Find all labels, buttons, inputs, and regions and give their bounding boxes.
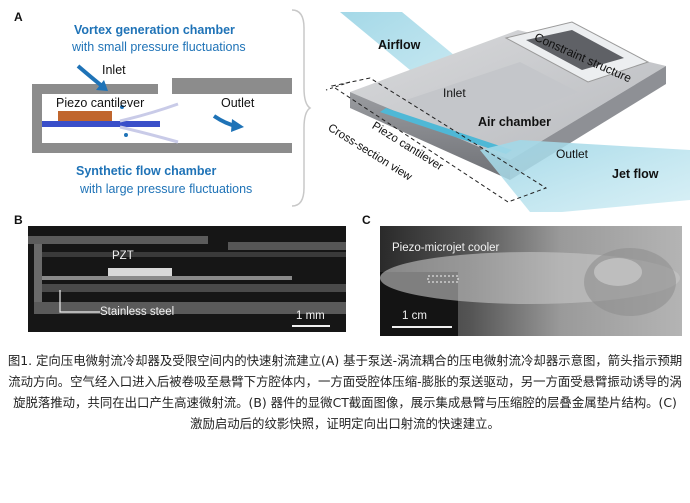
cantilever-beam — [42, 121, 160, 127]
vortex-chamber-title: Vortex generation chamber — [74, 23, 235, 37]
panel-c-label: C — [362, 213, 371, 227]
scale-c-bar — [392, 326, 452, 328]
cross-section-box — [330, 77, 548, 203]
outlet-label-right: Outlet — [556, 147, 589, 161]
ct-pzt-layer — [108, 268, 172, 276]
jet-flow-label: Jet flow — [612, 167, 659, 181]
ct-bottom-layer — [34, 302, 346, 314]
steel-label: Stainless steel — [100, 306, 175, 318]
jet-head-highlight — [594, 258, 642, 286]
housing-bottom — [32, 143, 292, 153]
piezo-cantilever-3d — [380, 108, 512, 154]
vortex-pointer-dot — [120, 105, 124, 109]
panel-b-label: B — [14, 213, 23, 227]
scale-b-label: 1 mm — [296, 310, 325, 322]
constraint-inner — [526, 30, 624, 70]
ct-upper-mid — [34, 252, 346, 257]
inlet-label-left: Inlet — [102, 63, 126, 77]
outlet-label-left: Outlet — [221, 96, 255, 110]
panel-c-image: Piezo-microjet cooler 1 cm — [380, 226, 682, 336]
scale-c-label: 1 cm — [402, 310, 427, 322]
synthetic-chamber-subtitle: with large pressure fluctuations — [80, 182, 253, 196]
ct-top-layer — [28, 236, 208, 244]
synthetic-chamber-title: Synthetic flow chamber — [76, 164, 217, 178]
cantilever-ghost-down — [119, 125, 179, 144]
cantilever-ghost-up — [119, 102, 179, 123]
ct-left-wall — [34, 244, 42, 314]
micro-ct-layers — [28, 236, 346, 314]
panel-a-label: A — [14, 10, 23, 24]
cross-section-line — [325, 81, 351, 91]
steel-pointer — [59, 290, 100, 313]
panel-a-3d-render — [325, 12, 690, 212]
air-chamber-cavity — [406, 62, 578, 138]
jet-flow-beam — [480, 140, 690, 212]
scale-b-bar — [292, 325, 330, 327]
panel-a-bracket — [291, 9, 312, 207]
piezo-label-left: Piezo cantilever — [56, 96, 145, 110]
panel-b-image: PZT Stainless steel 1 mm — [28, 226, 346, 332]
piezo-layer — [58, 111, 112, 121]
outlet-marker — [427, 275, 459, 283]
inlet-arrowhead — [96, 80, 108, 91]
housing-top-left — [32, 84, 158, 94]
ct-top-layer-right — [228, 242, 346, 250]
ct-middle-layer — [42, 284, 346, 292]
panel-a-schematic — [32, 64, 292, 153]
figure-caption: 图1. 定向压电微射流冷却器及受限空间内的快速射流建立(A) 基于泵送-涡流耦合… — [7, 353, 683, 431]
pzt-label: PZT — [112, 250, 134, 262]
synthetic-pointer-dot — [124, 133, 128, 137]
housing-top-right — [172, 84, 292, 94]
schlieren-field — [380, 248, 680, 336]
ct-cantilever — [42, 276, 292, 280]
vortex-chamber-subtitle: with small pressure fluctuations — [72, 40, 246, 54]
inlet-arrow — [76, 64, 104, 88]
outlet-arrowhead — [231, 119, 244, 132]
airflow-label: Airflow — [378, 38, 421, 52]
inlet-label-right: Inlet — [443, 86, 466, 100]
air-chamber-label: Air chamber — [478, 115, 551, 129]
housing-left-wall — [32, 84, 42, 152]
housing-top-step — [172, 78, 292, 86]
cooler-label: Piezo-microjet cooler — [392, 242, 500, 254]
